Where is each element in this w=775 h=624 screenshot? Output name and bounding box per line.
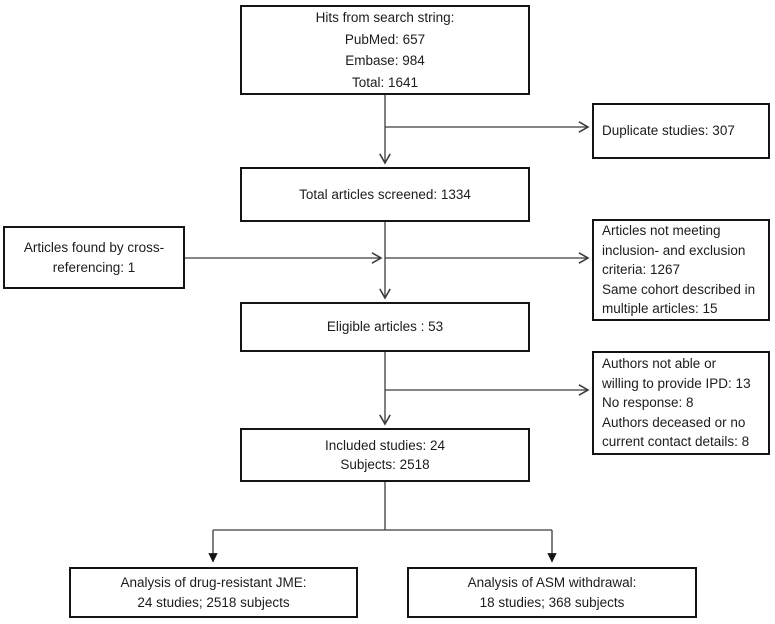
exclusion-line1: Articles not meeting bbox=[602, 223, 721, 239]
no-ipd-line1: Authors not able or bbox=[602, 356, 717, 372]
exclusion-line4: Same cohort described in bbox=[602, 281, 756, 297]
box-no-ipd: Authors not able or willing to provide I… bbox=[592, 351, 770, 455]
analysis-jme-title: Analysis of drug-resistant JME: bbox=[120, 575, 307, 590]
included-studies-count: Included studies: 24 bbox=[324, 437, 446, 453]
exclusion-line5: multiple articles: 15 bbox=[602, 301, 718, 317]
no-ipd-line2: willing to provide IPD: 13 bbox=[602, 375, 751, 391]
search-hits-embase: Embase: 984 bbox=[345, 53, 425, 68]
duplicate-studies-text: Duplicate studies: 307 bbox=[602, 123, 735, 139]
box-analysis-jme: Analysis of drug-resistant JME: 24 studi… bbox=[69, 567, 358, 618]
cross-referencing-line1: Articles found by cross- bbox=[23, 240, 165, 255]
box-articles-screened: Total articles screened: 1334 bbox=[240, 167, 530, 222]
box-search-hits: Hits from search string: PubMed: 657 Emb… bbox=[240, 5, 530, 95]
search-hits-title: Hits from search string: bbox=[315, 10, 455, 25]
exclusion-line3: criteria: 1267 bbox=[602, 262, 681, 278]
box-eligible-articles: Eligible articles : 53 bbox=[240, 302, 530, 352]
no-ipd-line3: No response: 8 bbox=[602, 395, 694, 411]
articles-screened-text: Total articles screened: 1334 bbox=[299, 186, 471, 202]
box-cross-referencing: Articles found by cross- referencing: 1 bbox=[3, 226, 185, 289]
search-hits-total: Total: 1641 bbox=[351, 74, 419, 90]
no-ipd-line4: Authors deceased or no bbox=[602, 414, 746, 430]
no-ipd-line5: current contact details: 8 bbox=[602, 434, 750, 450]
eligible-articles-text: Eligible articles : 53 bbox=[326, 319, 444, 335]
box-exclusion-criteria: Articles not meeting inclusion- and excl… bbox=[592, 219, 770, 321]
analysis-jme-counts: 24 studies; 2518 subjects bbox=[137, 594, 290, 610]
box-analysis-asm: Analysis of ASM withdrawal: 18 studies; … bbox=[407, 567, 697, 618]
analysis-asm-counts: 18 studies; 368 subjects bbox=[479, 594, 625, 610]
analysis-asm-title: Analysis of ASM withdrawal: bbox=[467, 575, 637, 590]
search-hits-pubmed: PubMed: 657 bbox=[344, 31, 426, 47]
box-duplicate-studies: Duplicate studies: 307 bbox=[592, 103, 770, 159]
exclusion-line2: inclusion- and exclusion bbox=[602, 242, 746, 258]
cross-referencing-line2: referencing: 1 bbox=[52, 259, 136, 275]
box-included-studies: Included studies: 24 Subjects: 2518 bbox=[240, 428, 530, 482]
included-subjects-count: Subjects: 2518 bbox=[340, 457, 430, 472]
